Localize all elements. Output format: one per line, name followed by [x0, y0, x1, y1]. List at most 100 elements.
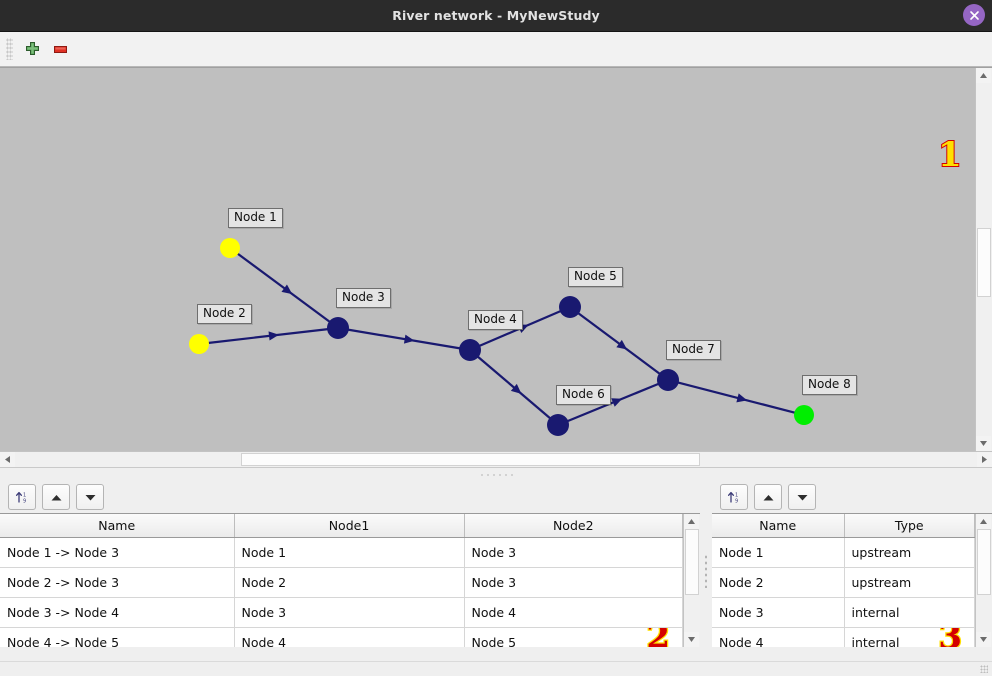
links-table-cell[interactable]: Node 3 [234, 597, 465, 628]
triangle-left-icon [5, 456, 10, 463]
horizontal-scroll-thumb[interactable] [241, 453, 700, 466]
nodes-table-column-header[interactable]: Type [844, 514, 975, 538]
window-title: River network - MyNewStudy [392, 8, 600, 23]
node-label-node-5[interactable]: Node 5 [568, 267, 623, 287]
scroll-right-button[interactable] [977, 452, 992, 467]
graph-node-node-4[interactable] [459, 339, 481, 361]
links-table-cell[interactable]: Node 2 [234, 567, 465, 598]
nodes-table-column-header[interactable]: Name [712, 514, 845, 538]
links-vertical-scroll-track[interactable] [684, 529, 700, 632]
links-table-cell[interactable]: Node 4 [234, 627, 465, 647]
nodes-table-cell[interactable]: internal [844, 597, 975, 628]
add-node-button[interactable] [18, 35, 46, 63]
links-table-cell[interactable]: Node 3 -> Node 4 [0, 597, 235, 628]
nodes-sort-button[interactable]: 1 9 [720, 484, 748, 510]
resize-grip-icon[interactable] [980, 665, 988, 673]
links-scroll-down-button[interactable] [684, 632, 699, 647]
links-move-down-button[interactable] [76, 484, 104, 510]
nodes-table-cell[interactable]: upstream [844, 537, 975, 568]
nodes-layer [189, 238, 814, 436]
links-table-cell[interactable]: Node 2 -> Node 3 [0, 567, 235, 598]
window-bottom-strip [0, 661, 992, 676]
nodes-table-cell[interactable]: Node 4 [712, 627, 845, 647]
close-button[interactable] [963, 4, 985, 26]
links-table-column-header[interactable]: Node2 [464, 514, 683, 538]
links-panel: 1 9 [0, 481, 700, 661]
edge-arrow-icon [510, 383, 522, 394]
links-move-up-button[interactable] [42, 484, 70, 510]
links-table-cell[interactable]: Node 3 [464, 567, 683, 598]
graph-node-node-8[interactable] [794, 405, 814, 425]
vertical-splitter[interactable] [700, 481, 712, 661]
scroll-left-button[interactable] [0, 452, 15, 467]
graph-edge[interactable] [347, 328, 461, 350]
canvas-vertical-scrollbar[interactable] [975, 68, 992, 451]
remove-node-button[interactable] [46, 35, 74, 63]
sort-ascending-icon: 1 9 [727, 491, 738, 504]
vertical-scroll-track[interactable] [976, 83, 992, 436]
horizontal-splitter[interactable] [0, 467, 992, 481]
node-label-node-6[interactable]: Node 6 [556, 385, 611, 405]
nodes-table-cell[interactable]: internal3 [844, 627, 975, 647]
graph-node-node-6[interactable] [547, 414, 569, 436]
nodes-move-up-button[interactable] [754, 484, 782, 510]
graph-node-node-1[interactable] [220, 238, 240, 258]
nodes-table-cell[interactable]: Node 3 [712, 597, 845, 628]
node-label-node-3[interactable]: Node 3 [336, 288, 391, 308]
canvas-horizontal-scrollbar[interactable] [0, 451, 992, 467]
graph-edge[interactable] [577, 312, 661, 375]
links-scroll-up-button[interactable] [684, 514, 699, 529]
links-panel-toolbar: 1 9 [0, 481, 700, 513]
node-label-node-7[interactable]: Node 7 [666, 340, 721, 360]
nodes-table-cell[interactable]: Node 2 [712, 567, 845, 598]
node-label-node-4[interactable]: Node 4 [468, 310, 523, 330]
vertical-scroll-thumb[interactable] [977, 227, 991, 297]
graph-node-node-2[interactable] [189, 334, 209, 354]
links-table-cell[interactable]: Node 4 -> Node 5 [0, 627, 235, 647]
graph-edge[interactable] [677, 381, 796, 414]
nodes-scroll-up-button[interactable] [976, 514, 991, 529]
graph-node-node-7[interactable] [657, 369, 679, 391]
graph-edge[interactable] [207, 328, 329, 345]
nodes-vertical-scroll-track[interactable] [976, 529, 992, 632]
graph-node-node-5[interactable] [559, 296, 581, 318]
links-table-column-header[interactable]: Name [0, 514, 235, 538]
graph-edge[interactable] [236, 252, 331, 323]
nodes-vertical-scroll-thumb[interactable] [977, 529, 991, 595]
nodes-move-down-button[interactable] [788, 484, 816, 510]
links-table-column-header[interactable]: Node1 [234, 514, 465, 538]
toolbar-drag-handle[interactable] [6, 38, 13, 60]
network-diagram-canvas[interactable]: Node 1 Node 2 Node 3 Node 4 Node 5 Node 6 Node… [0, 68, 975, 451]
horizontal-scroll-track[interactable] [15, 452, 977, 467]
nodes-scroll-down-button[interactable] [976, 632, 991, 647]
scroll-down-button[interactable] [976, 436, 991, 451]
node-label-node-1[interactable]: Node 1 [228, 208, 283, 228]
nodes-table-row[interactable]: Node 4internal3 [712, 627, 975, 647]
node-label-node-2[interactable]: Node 2 [197, 304, 252, 324]
links-table-cell[interactable]: Node 4 [464, 597, 683, 628]
node-label-node-8[interactable]: Node 8 [802, 375, 857, 395]
links-table-vertical-scrollbar[interactable] [683, 514, 700, 647]
nodes-table-vertical-scrollbar[interactable] [975, 514, 992, 647]
links-sort-button[interactable]: 1 9 [8, 484, 36, 510]
scroll-up-button[interactable] [976, 68, 991, 83]
nodes-table-cell[interactable]: upstream [844, 567, 975, 598]
links-table-cell[interactable]: Node 52 [464, 627, 683, 647]
links-table-cell[interactable]: Node 3 [464, 537, 683, 568]
links-vertical-scroll-thumb[interactable] [685, 529, 699, 595]
links-table-cell[interactable]: Node 1 [234, 537, 465, 568]
nodes-table-cell[interactable]: Node 1 [712, 537, 845, 568]
links-table-cell[interactable]: Node 1 -> Node 3 [0, 537, 235, 568]
graph-node-node-3[interactable] [327, 317, 349, 339]
